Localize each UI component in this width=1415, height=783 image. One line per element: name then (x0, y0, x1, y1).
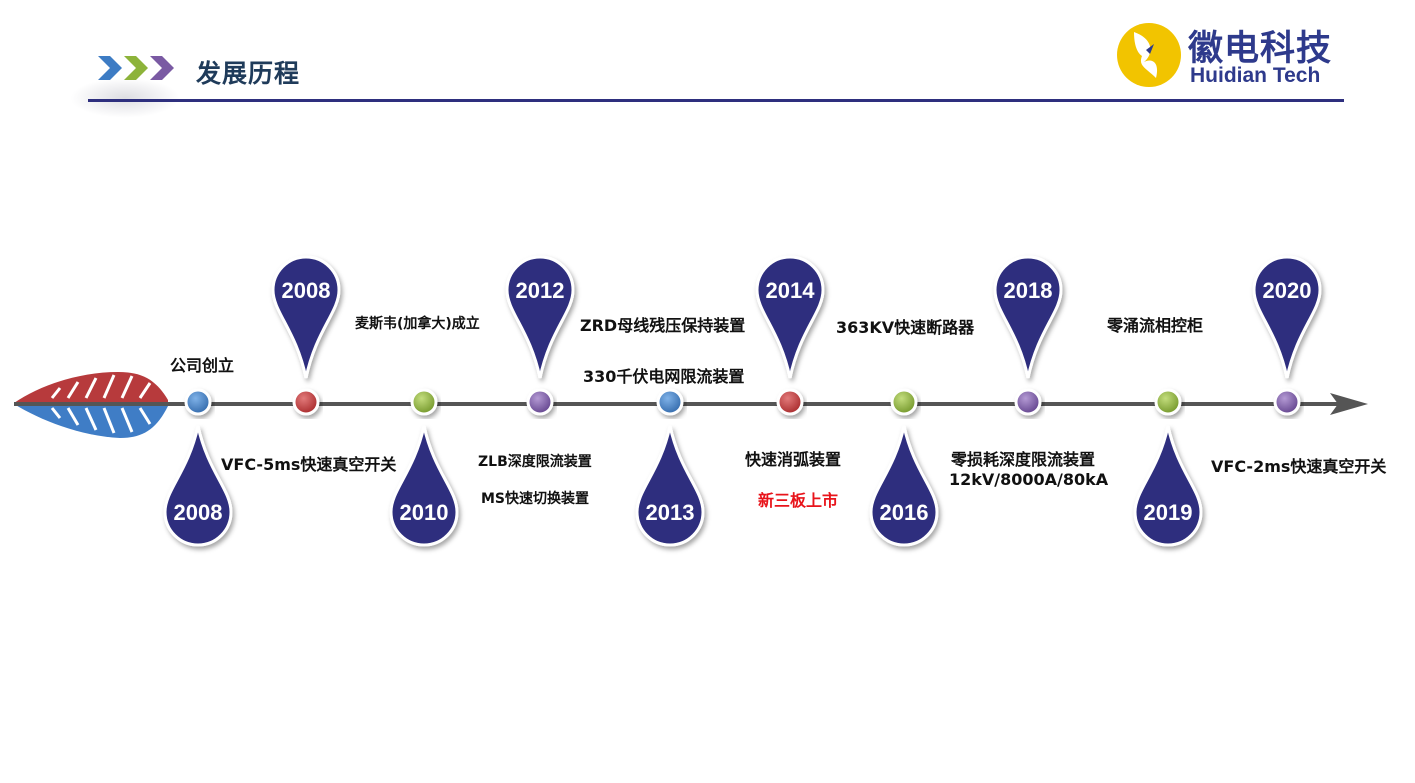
milestone-drop-2013-below: 2013 (635, 425, 705, 547)
milestone-drop-shape (635, 425, 705, 547)
milestone-dot-blue (656, 388, 684, 416)
milestone-dot-red (776, 388, 804, 416)
event-zrd: ZRD母线残压保持装置 (580, 316, 746, 335)
company-logo: 徽电科技 Huidian Tech (1116, 20, 1351, 90)
milestone-dot-purple (1014, 388, 1042, 416)
milestone-drop-shape (163, 425, 233, 547)
axis-arrowhead-icon (1330, 393, 1368, 415)
milestone-dot-blue (184, 388, 212, 416)
page-title: 发展历程 (196, 59, 301, 88)
milestone-dot-green (890, 388, 918, 416)
milestone-drop-shape (869, 425, 939, 547)
milestone-year-label: 2020 (1263, 278, 1312, 303)
event-zero-loss-spec: 12kV/8000A/80kA (949, 470, 1109, 489)
milestone-year-label: 2013 (646, 500, 695, 525)
event-neeq: 新三板上市 (758, 491, 839, 510)
milestone-drop-2014-above: 2014 (755, 255, 825, 379)
milestone-drop-shape (993, 255, 1063, 379)
milestone-dot-red (292, 388, 320, 416)
milestone-drops: 2008 2008 2010 2012 2013 2014 2016 2018 2019 2020 (163, 255, 1322, 547)
milestone-drop-2008-below: 2008 (163, 425, 233, 547)
event-zero-loss: 零损耗深度限流装置 (951, 450, 1096, 469)
milestone-drop-2008-above: 2008 (271, 255, 341, 379)
event-vfc2: VFC-2ms快速真空开关 (1211, 457, 1387, 476)
milestone-drop-2016-below: 2016 (869, 425, 939, 547)
header-chevrons-icon (98, 56, 174, 80)
milestone-year-label: 2008 (282, 278, 331, 303)
logo-name-en: Huidian Tech (1190, 64, 1321, 87)
header-divider (88, 99, 1344, 102)
event-330kv: 330千伏电网限流装置 (583, 367, 745, 386)
arrow-feather-icon (14, 372, 168, 438)
event-ms-switch: MS快速切换装置 (481, 491, 590, 507)
event-arc: 快速消弧装置 (745, 450, 842, 469)
milestone-year-label: 2012 (516, 278, 565, 303)
milestone-drop-2019-below: 2019 (1133, 425, 1203, 547)
header-shadow (70, 78, 180, 118)
milestone-drop-shape (505, 255, 575, 379)
milestone-year-label: 2019 (1144, 500, 1193, 525)
milestone-year-label: 2018 (1004, 278, 1053, 303)
milestone-dot-green (410, 388, 438, 416)
event-maxwell: 麦斯韦(加拿大)成立 (355, 316, 480, 332)
milestone-drop-2010-below: 2010 (389, 425, 459, 547)
milestone-dot-green (1154, 388, 1182, 416)
milestone-drop-shape (1133, 425, 1203, 547)
event-zlb: ZLB深度限流装置 (478, 454, 592, 470)
milestone-year-label: 2010 (400, 500, 449, 525)
milestone-drop-shape (389, 425, 459, 547)
logo-mark-icon (1117, 23, 1181, 87)
event-zero-surge: 零涌流相控柜 (1107, 316, 1204, 335)
milestone-drop-2018-above: 2018 (993, 255, 1063, 379)
milestone-drop-2012-above: 2012 (505, 255, 575, 379)
event-founded: 公司创立 (170, 356, 235, 375)
milestone-year-label: 2016 (880, 500, 929, 525)
milestone-dot-purple (526, 388, 554, 416)
milestone-dot-purple (1273, 388, 1301, 416)
event-vfc5: VFC-5ms快速真空开关 (221, 455, 397, 474)
milestone-drop-2020-above: 2020 (1252, 255, 1322, 379)
milestone-year-label: 2008 (174, 500, 223, 525)
milestone-drop-shape (1252, 255, 1322, 379)
milestone-dots (184, 388, 1301, 416)
milestone-year-label: 2014 (766, 278, 816, 303)
milestone-drop-shape (755, 255, 825, 379)
logo-name-cn: 徽电科技 (1188, 29, 1333, 69)
milestone-drop-shape (271, 255, 341, 379)
event-363kv: 363KV快速断路器 (836, 318, 975, 337)
